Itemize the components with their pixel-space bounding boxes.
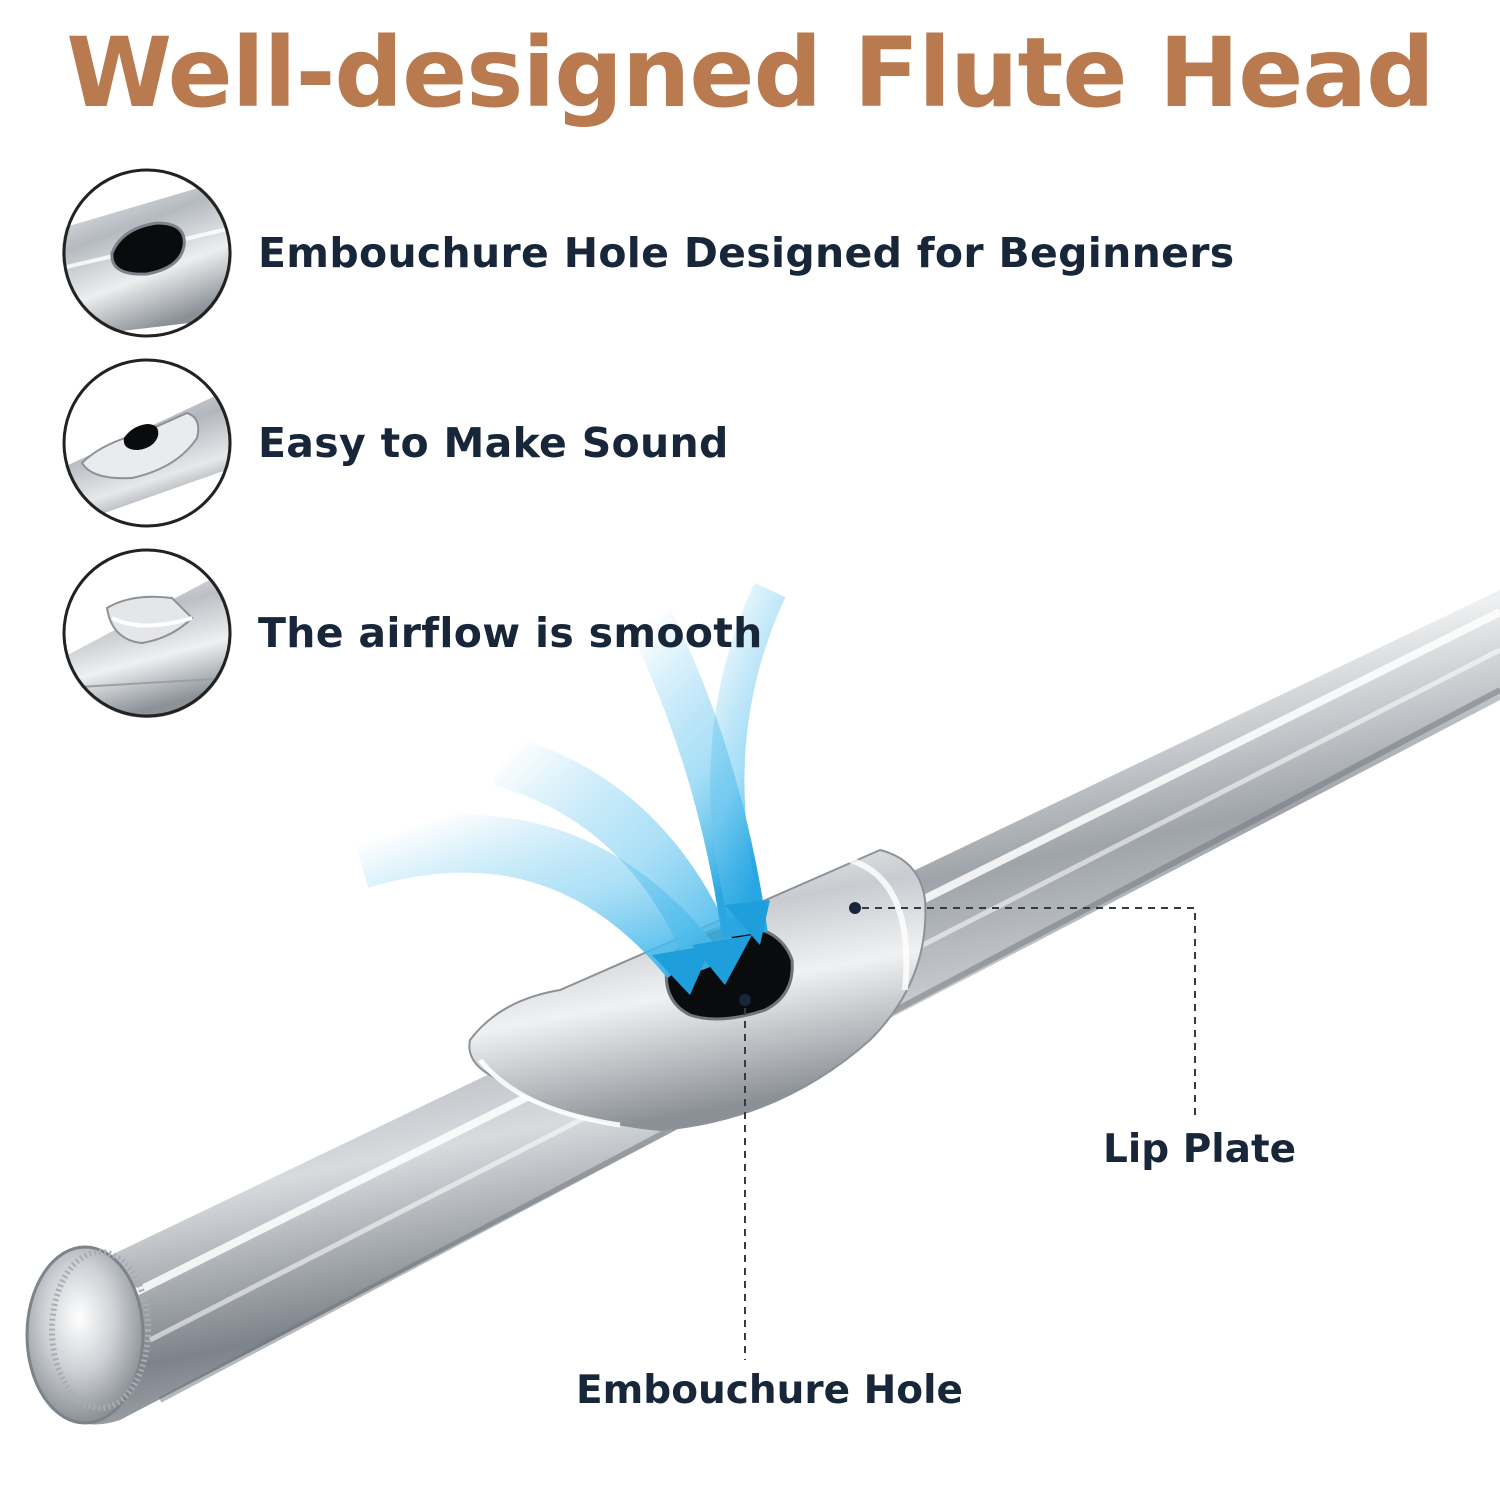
lip-plate-label: Lip Plate bbox=[1103, 1127, 1297, 1172]
lip-plate-leader bbox=[849, 902, 1196, 1115]
feature-item: Easy to Make Sound bbox=[62, 358, 1362, 528]
embouchure-hole-leader bbox=[739, 994, 751, 1360]
lip-plate-closeup-icon bbox=[62, 358, 232, 528]
feature-label: Easy to Make Sound bbox=[258, 419, 729, 467]
feature-label: The airflow is smooth bbox=[258, 609, 763, 657]
crown-cap bbox=[25, 1245, 151, 1425]
embouchure-hole-label: Embouchure Hole bbox=[576, 1368, 963, 1413]
airflow-edge-closeup-icon bbox=[62, 548, 232, 718]
airflow-arrows bbox=[351, 582, 786, 995]
feature-item: The airflow is smooth bbox=[62, 548, 1362, 718]
feature-label: Embouchure Hole Designed for Beginners bbox=[258, 229, 1235, 277]
feature-item: Embouchure Hole Designed for Beginners bbox=[62, 168, 1362, 338]
embouchure-hole-closeup-icon bbox=[62, 168, 232, 338]
page-title: Well-designed Flute Head bbox=[66, 17, 1435, 129]
